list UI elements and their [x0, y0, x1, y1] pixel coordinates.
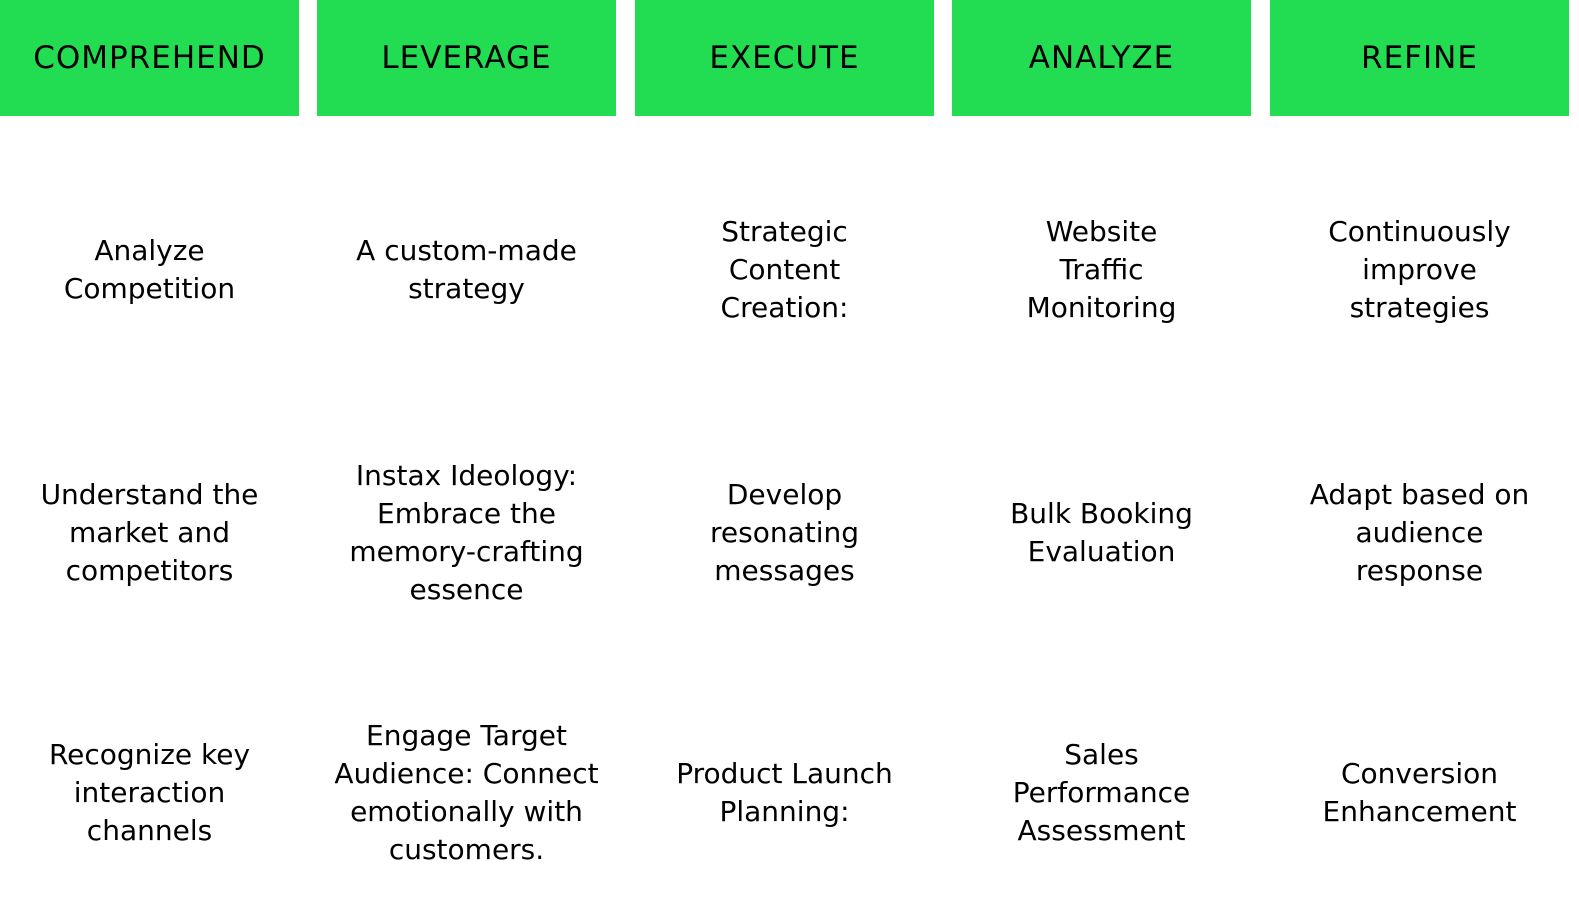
column-header: COMPREHEND — [0, 0, 299, 116]
column-item-text: Instax Ideology: Embrace the memory-craf… — [349, 458, 584, 606]
column-item: Strategic Content Creation: — [635, 165, 934, 375]
column-item: Bulk Booking Evaluation — [952, 425, 1251, 640]
column-item: Continuously improve strategies — [1270, 165, 1569, 375]
column-comprehend: COMPREHEND Analyze Competition Understan… — [0, 0, 299, 906]
column-item-text: Recognize key interaction channels — [48, 737, 251, 847]
column-header: REFINE — [1270, 0, 1569, 116]
column-item-text: Continuously improve strategies — [1328, 215, 1511, 324]
column-analyze: ANALYZE Website Traffic Monitoring Bulk … — [952, 0, 1251, 906]
column-item: A custom-made strategy — [317, 165, 616, 375]
column-item: Conversion Enhancement — [1270, 690, 1569, 895]
column-item-text: Analyze Competition — [63, 234, 236, 305]
column-item-text: Website Traffic Monitoring — [1026, 215, 1177, 324]
column-header: LEVERAGE — [317, 0, 616, 116]
column-item-text: Sales Performance Assessment — [1012, 737, 1191, 847]
column-header-label: REFINE — [1361, 40, 1478, 76]
column-item: Understand the market and competitors — [0, 425, 299, 640]
column-item: Recognize key interaction channels — [0, 690, 299, 895]
column-item-text: Develop resonating messages — [709, 477, 860, 587]
column-item-text: Bulk Booking Evaluation — [1010, 496, 1193, 568]
column-leverage: LEVERAGE A custom-made strategy Instax I… — [317, 0, 616, 906]
column-item: Website Traffic Monitoring — [952, 165, 1251, 375]
column-item: Develop resonating messages — [635, 425, 934, 640]
column-header-label: LEVERAGE — [381, 40, 552, 76]
column-item: Engage Target Audience: Connect emotiona… — [317, 690, 616, 895]
column-item: Product Launch Planning: — [635, 690, 934, 895]
column-item-text: Product Launch Planning: — [676, 756, 893, 828]
column-item: Sales Performance Assessment — [952, 690, 1251, 895]
column-item-text: Conversion Enhancement — [1322, 756, 1517, 828]
column-refine: REFINE Continuously improve strategies A… — [1270, 0, 1569, 906]
column-item: Analyze Competition — [0, 165, 299, 375]
column-item: Adapt based on audience response — [1270, 425, 1569, 640]
column-header-label: ANALYZE — [1028, 40, 1175, 76]
column-item-text: Strategic Content Creation: — [720, 215, 849, 324]
column-header: ANALYZE — [952, 0, 1251, 116]
column-item-text: Adapt based on audience response — [1309, 477, 1530, 587]
column-execute: EXECUTE Strategic Content Creation: Deve… — [635, 0, 934, 906]
column-header-label: COMPREHEND — [33, 40, 266, 76]
column-header: EXECUTE — [635, 0, 934, 116]
column-item-text: Engage Target Audience: Connect emotiona… — [334, 718, 599, 866]
column-header-label: EXECUTE — [709, 40, 860, 76]
column-item: Instax Ideology: Embrace the memory-craf… — [317, 425, 616, 640]
column-item-text: Understand the market and competitors — [40, 477, 259, 587]
column-item-text: A custom-made strategy — [356, 234, 577, 305]
